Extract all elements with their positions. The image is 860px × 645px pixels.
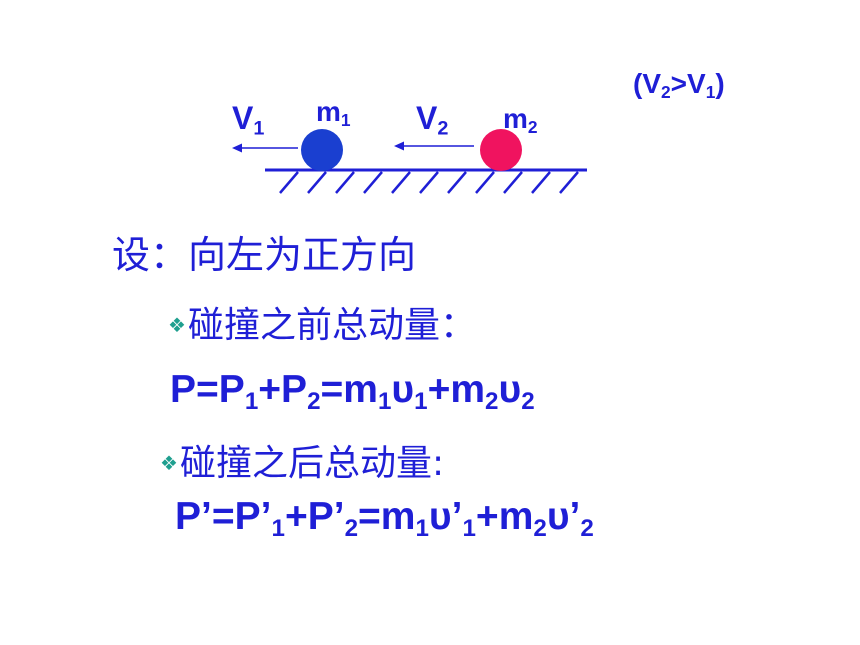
equation-after: P’=P’1+P’2=m1υ’1+m2υ’2 xyxy=(175,495,594,542)
diamond-bullet-icon: ❖ xyxy=(160,451,178,475)
ball-m1 xyxy=(301,129,343,171)
arrow-v1 xyxy=(232,143,298,153)
arrow-v2 xyxy=(394,141,474,151)
velocity-condition: (V2>V1) xyxy=(633,68,725,102)
ground-hatching xyxy=(279,171,579,194)
label-v1: V1 xyxy=(232,100,265,140)
equation-before: P=P1+P2=m1υ1+m2υ2 xyxy=(170,368,535,415)
label-m1: m1 xyxy=(316,96,351,130)
before-heading: ❖碰撞之前总动量： xyxy=(168,305,476,346)
diamond-bullet-icon: ❖ xyxy=(168,313,186,337)
after-heading: ❖碰撞之后总动量: xyxy=(160,443,445,484)
setup-text: 设：向左为正方向 xyxy=(112,233,417,277)
ball-m2 xyxy=(480,129,522,171)
label-m2: m2 xyxy=(503,103,538,137)
label-v2: V2 xyxy=(416,100,449,140)
